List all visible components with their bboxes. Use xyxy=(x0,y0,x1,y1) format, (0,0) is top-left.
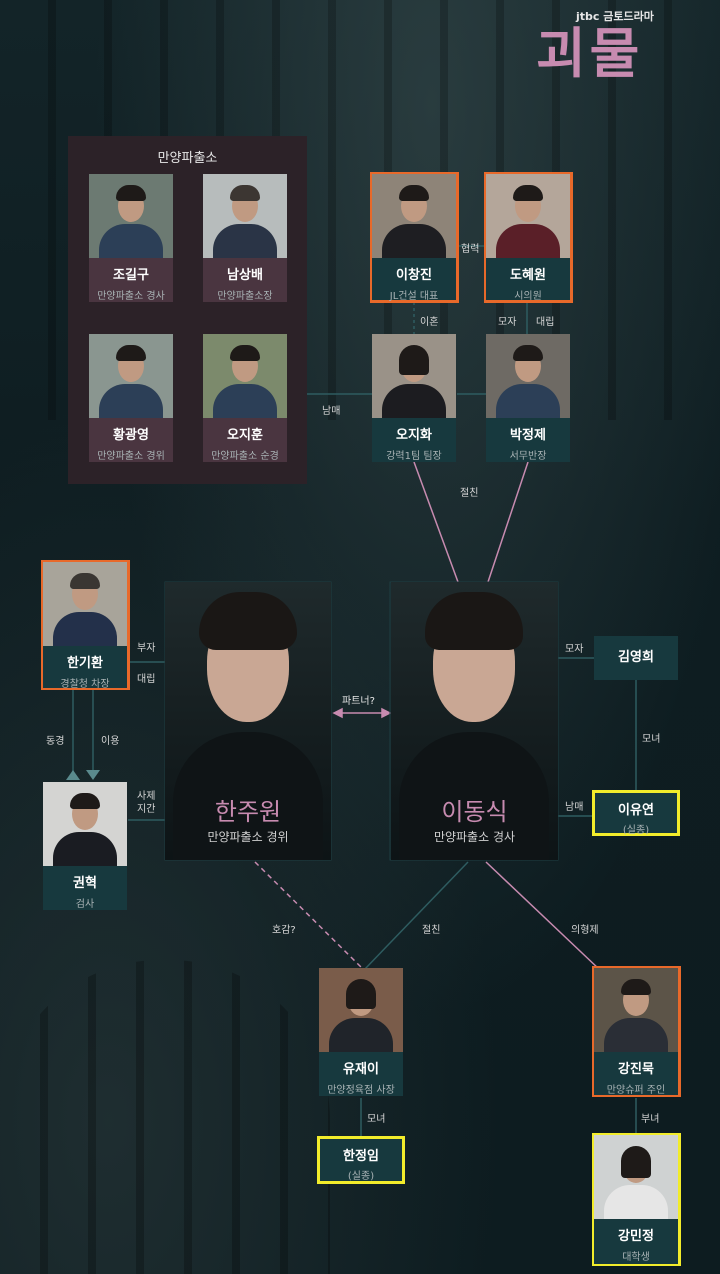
relation-divorce: 이혼 xyxy=(420,313,438,328)
lead-han-juwon[interactable]: 한주원 만양파출소 경위 xyxy=(165,582,331,860)
relation-father-son: 부자 xyxy=(137,639,155,654)
relation-mother-son-kim: 모자 xyxy=(565,640,583,655)
role: 경찰청 차장 xyxy=(43,675,127,690)
name: 조길구 xyxy=(89,264,173,283)
lead-role: 만양파출소 경사 xyxy=(391,828,558,845)
card-han-jeongim[interactable]: 한정임 (실종) xyxy=(317,1136,405,1184)
use-arrow xyxy=(86,770,100,780)
relation-mother-daughter-yu: 모녀 xyxy=(367,1110,385,1125)
relation-best-friends: 절친 xyxy=(460,484,478,499)
relation-colleague: 동경 xyxy=(46,732,64,747)
name: 남상배 xyxy=(203,264,287,283)
name: 강민정 xyxy=(594,1225,678,1244)
role: (실종) xyxy=(320,1167,402,1182)
photo xyxy=(486,334,570,418)
role: 만양정육점 사장 xyxy=(319,1081,403,1096)
relation-sworn-brothers: 의형제 xyxy=(571,921,599,936)
photo xyxy=(89,334,173,418)
partner-arrow-left xyxy=(334,709,342,717)
relation-mother-daughter: 모녀 xyxy=(642,730,660,745)
role: 만양파출소 경위 xyxy=(89,447,173,462)
relation-crush: 호감? xyxy=(272,921,296,936)
photo xyxy=(486,174,570,258)
relation-partner: 파트너? xyxy=(342,692,375,707)
line-park-lee xyxy=(488,462,528,582)
photo xyxy=(203,334,287,418)
role: 검사 xyxy=(43,895,127,910)
line-oh-lee xyxy=(414,462,458,582)
name: 오지훈 xyxy=(203,424,287,443)
relation-siblings: 남매 xyxy=(322,402,340,417)
role: 서무반장 xyxy=(486,447,570,462)
show-title-logo: 괴물 xyxy=(536,18,686,88)
role: 만양슈퍼 주인 xyxy=(594,1081,678,1096)
name: 도혜원 xyxy=(486,264,570,283)
lead-lee-dongsik[interactable]: 이동식 만양파출소 경사 xyxy=(391,582,558,860)
colleague-arrow xyxy=(66,770,80,780)
photo xyxy=(372,174,456,258)
relation-father-daughter: 부녀 xyxy=(641,1110,659,1125)
photo xyxy=(372,334,456,418)
station-title: 만양파출소 xyxy=(68,147,307,166)
relation-confrontation-han: 대립 xyxy=(137,670,155,685)
relation-best-friends-yu: 절친 xyxy=(422,921,440,936)
relation-cooperation: 협력 xyxy=(461,240,479,255)
name: 권혁 xyxy=(43,872,127,891)
role: 대학생 xyxy=(594,1248,678,1263)
role: 만양파출소장 xyxy=(203,287,287,302)
relation-teacher-student: 사제 지간 xyxy=(137,790,155,816)
photo xyxy=(594,1135,678,1219)
name: 이유연 xyxy=(595,799,677,818)
photo xyxy=(43,782,127,866)
name: 박정제 xyxy=(486,424,570,443)
photo xyxy=(43,562,127,646)
role: 시의원 xyxy=(486,287,570,302)
photo xyxy=(89,174,173,258)
name: 오지화 xyxy=(372,424,456,443)
role: 강력1팀 팀장 xyxy=(372,447,456,462)
name: 한기환 xyxy=(43,652,127,671)
lead-name: 이동식 xyxy=(391,792,558,827)
line-crush xyxy=(255,862,364,970)
name: 강진묵 xyxy=(594,1058,678,1077)
line-sworn xyxy=(486,862,600,970)
lead-role: 만양파출소 경위 xyxy=(165,828,331,845)
line-yu-friend xyxy=(364,862,468,970)
relation-use: 이용 xyxy=(101,732,119,747)
photo xyxy=(594,968,678,1052)
relation-siblings-lee: 남매 xyxy=(565,798,583,813)
name: 황광영 xyxy=(89,424,173,443)
lead-name: 한주원 xyxy=(165,792,331,827)
role: 만양파출소 경사 xyxy=(89,287,173,302)
name: 유재이 xyxy=(319,1058,403,1077)
photo xyxy=(319,968,403,1052)
card-kim-younghee[interactable]: 김영희 xyxy=(594,636,678,680)
name: 한정임 xyxy=(320,1145,402,1164)
relation-confrontation: 대립 xyxy=(536,313,554,328)
photo xyxy=(203,174,287,258)
role: (실종) xyxy=(595,821,677,836)
card-lee-yuyeon[interactable]: 이유연 (실종) xyxy=(592,790,680,836)
role: JL건설 대표 xyxy=(372,287,456,302)
partner-arrow-right xyxy=(382,709,390,717)
name: 이창진 xyxy=(372,264,456,283)
role: 만양파출소 순경 xyxy=(203,447,287,462)
relation-mother-son: 모자 xyxy=(498,313,516,328)
